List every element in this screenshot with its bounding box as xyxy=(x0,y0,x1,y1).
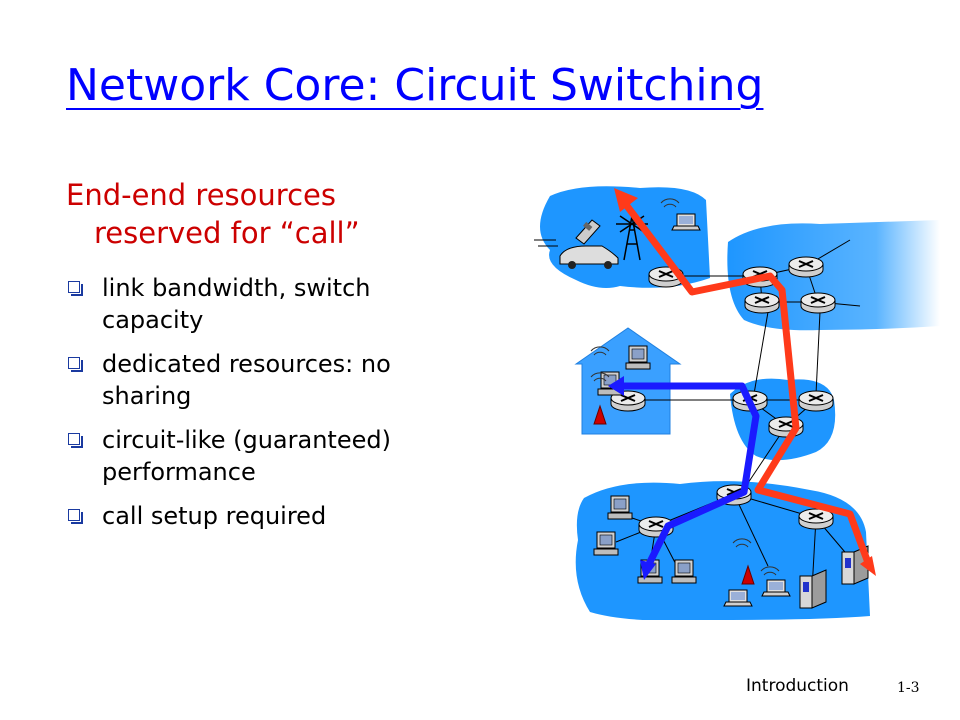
bullet-box-icon xyxy=(68,433,83,448)
bullet-item: dedicated resources: no sharing xyxy=(66,348,466,412)
desktop-pc-icon xyxy=(671,559,697,584)
slide-title: Network Core: Circuit Switching xyxy=(66,60,764,111)
circuit-path-red xyxy=(621,199,874,570)
bullet-box-icon xyxy=(68,281,83,296)
bullet-item: call setup required xyxy=(66,500,466,532)
circuit-path-blue xyxy=(620,382,760,568)
footer-label: Introduction xyxy=(746,676,849,696)
lead-text: End-end resources reserved for “call” xyxy=(66,176,486,252)
wireless-access-point-icon xyxy=(593,404,607,425)
lead-line-2: reserved for “call” xyxy=(94,216,360,250)
network-diagram xyxy=(534,186,940,620)
circuit-arrowhead-red xyxy=(614,188,638,212)
institutional-network-cloud xyxy=(575,481,870,620)
circuit-arrowhead-blue xyxy=(640,560,656,580)
server-icon xyxy=(799,569,827,609)
page-number: 1-3 xyxy=(897,680,920,696)
circuit-arrowhead-red xyxy=(860,556,876,576)
wireless-access-point-icon xyxy=(741,564,755,585)
bullet-box-icon xyxy=(68,509,83,524)
circuit-arrowhead-blue xyxy=(608,376,624,396)
bullet-item: circuit-like (guaranteed) performance xyxy=(66,424,466,488)
bullet-box-icon xyxy=(68,357,83,372)
bullet-list: link bandwidth, switch capacity dedicate… xyxy=(66,272,466,544)
lead-line-1: End-end resources xyxy=(66,178,336,212)
bullet-item: link bandwidth, switch capacity xyxy=(66,272,466,336)
desktop-pc-icon xyxy=(607,495,633,520)
car-icon xyxy=(534,239,619,269)
desktop-pc-icon xyxy=(625,345,651,370)
cellphone-icon xyxy=(575,219,601,245)
desktop-pc-icon xyxy=(593,531,619,556)
home-network xyxy=(574,327,682,435)
